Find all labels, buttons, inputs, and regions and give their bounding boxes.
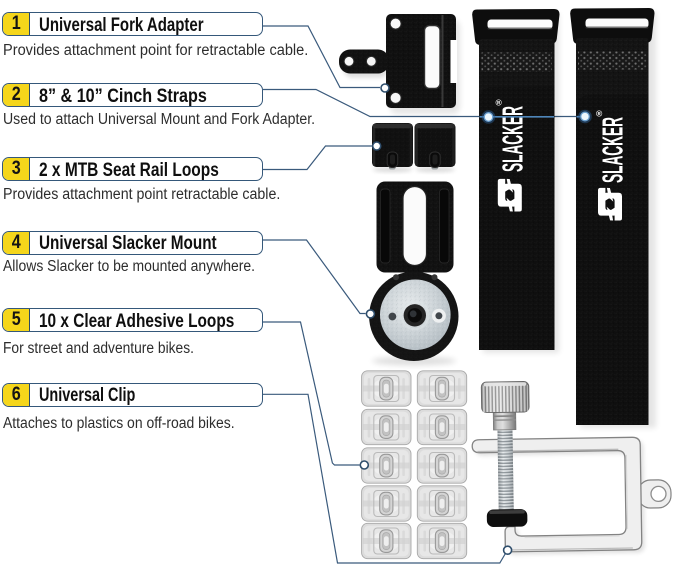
svg-text:SLACKER: SLACKER xyxy=(598,117,630,183)
svg-text:SLACKER: SLACKER xyxy=(498,106,530,172)
svg-text:®: ® xyxy=(496,98,503,108)
svg-text:®: ® xyxy=(596,109,603,119)
